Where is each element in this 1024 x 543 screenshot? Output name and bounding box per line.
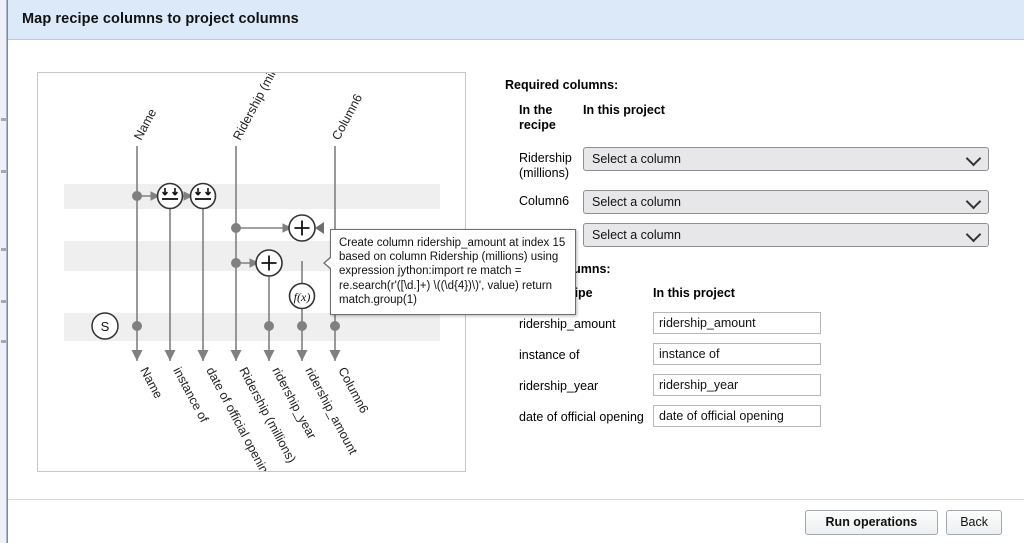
svg-text:f(x): f(x) [294, 290, 311, 304]
required-columns-title: Required columns: [505, 78, 619, 92]
diagram-junction-dots [132, 191, 340, 331]
background-window-edge [0, 0, 7, 543]
required-select-1[interactable]: Select a column [583, 190, 989, 214]
svg-text:S: S [101, 319, 110, 334]
tooltip-text: Create column ridership_amount at index … [339, 237, 566, 306]
created-row-label-3: date of official opening [519, 410, 644, 424]
created-row-input-1[interactable] [653, 343, 821, 365]
required-header-recipe: In the recipe [519, 103, 556, 132]
bottom-label-6: Column6 [335, 365, 371, 416]
top-label-0: Name [131, 106, 159, 142]
top-label-1: Ridership (millions) [230, 73, 292, 142]
operation-tooltip: Create column ridership_amount at index … [323, 229, 576, 316]
required-header-project: In this project [583, 103, 665, 117]
required-select-wrap-2: Select a column [583, 223, 989, 247]
created-row-label-1: instance of [519, 348, 580, 362]
dialog-footer: Run operations Back [8, 499, 1024, 543]
split-column-node-1 [156, 182, 184, 210]
back-button[interactable]: Back [946, 510, 1002, 535]
created-row-label-0: ridership_amount [519, 317, 616, 331]
tooltip-arrow-fill [325, 257, 332, 269]
column-mapping-panel: Required columns: In the recipe In this … [505, 69, 1005, 469]
formula-node: f(x) [288, 282, 316, 310]
dialog-title: Map recipe columns to project columns [22, 11, 299, 27]
required-select-0[interactable]: Select a column [583, 147, 989, 171]
required-select-wrap-0: Select a column [583, 147, 989, 171]
map-columns-dialog: Map recipe columns to project columns [7, 0, 1024, 543]
created-row-input-0[interactable] [653, 312, 821, 334]
diagram-bottom-labels: Name instance of date of official openin… [137, 365, 371, 471]
required-select-wrap-1: Select a column [583, 190, 989, 214]
created-row-label-2: ridership_year [519, 379, 599, 393]
add-column-node-1 [288, 214, 316, 242]
run-operations-button[interactable]: Run operations [804, 510, 939, 535]
add-column-node-2 [255, 249, 283, 277]
source-node: S [91, 312, 119, 340]
created-row-input-2[interactable] [653, 374, 821, 396]
required-row-label-1: Column6 [519, 194, 570, 208]
dialog-content: S [8, 41, 1024, 499]
created-row-input-3[interactable] [653, 405, 821, 427]
created-header-project: In this project [653, 286, 735, 300]
bottom-label-0: Name [137, 365, 165, 401]
split-column-node-2 [189, 182, 217, 210]
required-select-2[interactable]: Select a column [583, 223, 989, 247]
required-row-label-0: Ridership (millions) [519, 151, 572, 180]
tooltip-pointer [315, 222, 324, 234]
diagram-top-labels: Name Ridership (millions) Column6 [131, 73, 365, 142]
top-label-2: Column6 [329, 92, 365, 143]
dialog-titlebar: Map recipe columns to project columns [8, 0, 1024, 40]
